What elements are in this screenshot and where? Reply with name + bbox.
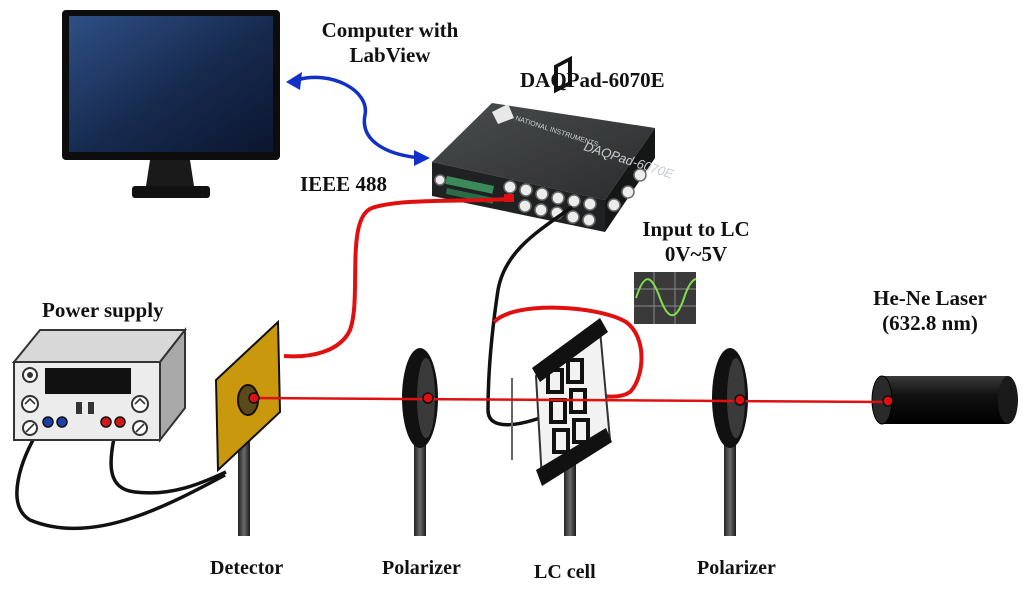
monitor-neck xyxy=(146,160,194,186)
label-laser-line1: He-Ne Laser xyxy=(873,286,987,310)
polarizer-left xyxy=(402,348,438,536)
beam-spot-detector xyxy=(248,392,260,404)
laser-beam xyxy=(248,392,894,407)
ni-logo-icon xyxy=(492,104,514,124)
sine-wave xyxy=(635,278,697,317)
label-input-line1: Input to LC xyxy=(642,217,750,241)
he-ne-laser xyxy=(871,375,1018,425)
label-laser-line2: (632.8 nm) xyxy=(882,311,978,335)
lc-cell xyxy=(511,55,612,536)
monitor-screen xyxy=(69,16,273,152)
polarizer-right-post xyxy=(724,432,736,536)
waveform-display xyxy=(634,272,697,324)
ps-knob-right xyxy=(131,395,149,413)
arrowhead-right xyxy=(414,150,430,166)
label-lc-cell: LC cell xyxy=(534,561,596,583)
label-detector: Detector xyxy=(210,557,284,579)
ps-top xyxy=(11,329,188,363)
daq-red-port xyxy=(504,194,514,202)
lc-post xyxy=(564,452,576,536)
beam-spot-polarizer-left xyxy=(422,392,434,404)
detector-post xyxy=(238,428,250,536)
daq-connector-green xyxy=(445,176,494,194)
beam-spot-laser xyxy=(882,395,894,407)
ps-knob-left xyxy=(21,395,39,413)
label-polarizer-left: Polarizer xyxy=(382,557,461,579)
cable-lc-drive xyxy=(492,305,644,399)
lc-clamp-top xyxy=(532,318,608,382)
cable-daq-to-detector xyxy=(283,197,509,359)
label-polarizer-right: Polarizer xyxy=(697,557,776,579)
ieee-488-link xyxy=(286,72,430,166)
beam-spot-polarizer-right xyxy=(734,394,746,406)
ps-terminal-pos xyxy=(100,416,112,428)
label-input-to-lc: Input to LC 0V~5V xyxy=(626,217,766,267)
polarizer-left-post xyxy=(414,432,426,536)
label-laser: He-Ne Laser (632.8 nm) xyxy=(850,286,1010,336)
monitor-base xyxy=(132,186,210,198)
lc-electrodes xyxy=(554,55,572,94)
arrowhead-left xyxy=(286,72,302,90)
ps-terminal-neg xyxy=(42,416,54,428)
ps-switch-1 xyxy=(76,402,82,414)
laser-body xyxy=(882,376,1008,424)
power-supply xyxy=(11,327,188,443)
label-power-supply: Power supply xyxy=(42,298,164,322)
label-computer-line2: LabView xyxy=(349,43,431,67)
cable-power-neg xyxy=(15,427,226,531)
label-daqpad: DAQPad-6070E xyxy=(520,68,665,92)
beam-line xyxy=(249,396,889,404)
label-ieee-488: IEEE 488 xyxy=(300,172,387,196)
cable-daq-to-lc xyxy=(486,205,574,427)
cable-power-pos xyxy=(109,417,227,495)
ps-display xyxy=(45,368,131,394)
lc-clamp-bottom xyxy=(536,428,612,486)
computer-monitor xyxy=(62,10,280,198)
waveform-screen xyxy=(634,272,696,324)
bnc-connectors xyxy=(434,168,647,227)
cables xyxy=(15,197,644,531)
daq-top xyxy=(432,103,655,200)
detector xyxy=(214,319,282,536)
label-computer: Computer with LabView xyxy=(305,18,475,68)
label-computer-line1: Computer with xyxy=(321,18,459,42)
daqpad-device: NATIONAL INSTRUMENTS DAQPad-6070E xyxy=(432,103,676,232)
ps-switch-2 xyxy=(88,402,94,414)
label-input-line2: 0V~5V xyxy=(664,242,728,266)
polarizer-right xyxy=(712,348,748,536)
